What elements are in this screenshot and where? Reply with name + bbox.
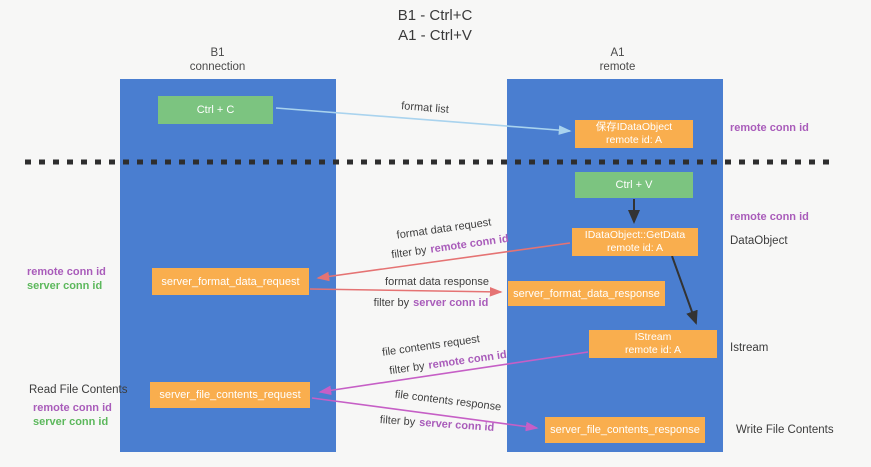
format-data-response-arrow (309, 287, 503, 297)
box-ctrl-v: Ctrl + V (575, 172, 693, 198)
label-remote-conn-id-right-2: remote conn id (730, 211, 809, 223)
label-remote-conn-id-right-1: remote conn id (730, 122, 809, 134)
box-server-file-contents-request: server_file_contents_request (150, 382, 310, 408)
column-b1-role: connection (189, 61, 246, 73)
column-header-a1: A1 remote (560, 46, 675, 74)
box-istream-line1: IStream (634, 331, 672, 343)
box-save-idataobject-line2: remote id: A (605, 134, 663, 146)
label-remote-conn-id-left-2: remote conn id (33, 402, 112, 414)
column-header-b1: B1 connection (160, 46, 275, 74)
label-server-conn-id-left-1: server conn id (27, 280, 103, 292)
file-contents-response-arrow (311, 397, 539, 432)
title-line-1: B1 - Ctrl+C (397, 7, 473, 24)
label-dataobject: DataObject (730, 235, 788, 247)
label-server-conn-id-left-2: server conn id (33, 416, 109, 428)
label-read-file-contents: Read File Contents (29, 384, 128, 396)
label-remote-conn-id-left-1: remote conn id (27, 266, 106, 278)
format-list-arrow (275, 107, 572, 135)
server-conn-id-text: server conn id (413, 297, 489, 309)
filter-by-text: filter by (379, 414, 416, 429)
box-server-format-data-response: server_format_data_response (508, 281, 665, 306)
format-data-request-arrow (316, 242, 571, 282)
file-contents-request-arrow (318, 351, 589, 396)
box-getdata-line2: remote id: A (606, 242, 664, 254)
label-istream: Istream (730, 342, 769, 354)
box-save-idataobject-line1: 保存IDataObject (595, 121, 673, 133)
title-line-2: A1 - Ctrl+V (398, 27, 472, 44)
column-b1-name: B1 (210, 47, 225, 59)
box-istream-line2: remote id: A (624, 344, 682, 356)
page-title: B1 - Ctrl+C A1 - Ctrl+V (330, 6, 540, 46)
filter-by-text: filter by (373, 297, 410, 309)
box-ctrl-c: Ctrl + C (158, 96, 273, 124)
box-istream: IStream remote id: A (589, 330, 717, 358)
column-a1-name: A1 (610, 47, 625, 59)
getdata-to-istream-arrow (671, 255, 698, 325)
box-idataobject-getdata: IDataObject::GetData remote id: A (572, 228, 698, 256)
label-format-data-response: format data response (385, 276, 489, 288)
box-server-file-contents-response: server_file_contents_response (545, 417, 705, 443)
column-a1-role: remote (599, 61, 636, 73)
label-write-file-contents: Write File Contents (736, 424, 834, 436)
box-server-format-data-request: server_format_data_request (152, 268, 309, 295)
box-getdata-line1: IDataObject::GetData (584, 229, 686, 241)
box-save-idataobject: 保存IDataObject remote id: A (575, 120, 693, 148)
